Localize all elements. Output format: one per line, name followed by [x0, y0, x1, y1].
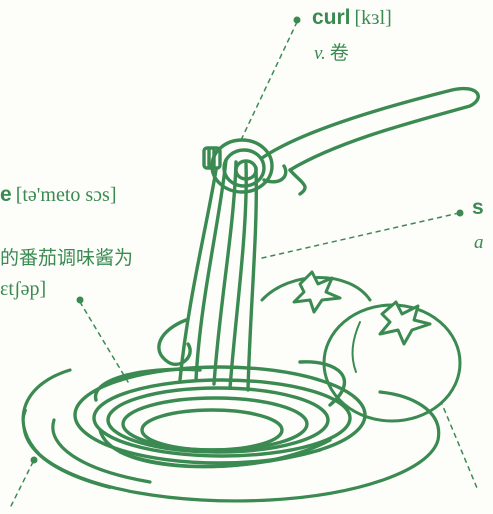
ketchup-leader-line: [80, 302, 128, 382]
spaghetti-curl: [212, 140, 286, 192]
ketchup-meaning: 的番茄调味酱为: [0, 243, 133, 270]
spaghetti-nest: [75, 362, 365, 467]
small-tomato-icon: [262, 272, 370, 312]
tomato-leader-line: [437, 392, 477, 488]
tomato-sauce-ipa: [tə'meto sɔs]: [16, 184, 117, 206]
right-word-dot: [457, 210, 464, 217]
plate-dot: [31, 457, 38, 464]
curl-ipa: [kɜl]: [355, 7, 392, 29]
right-word-leader-line: [262, 213, 459, 258]
ketchup-ipa: ɛtʃəp]: [0, 278, 46, 301]
curl-pos: v.: [314, 43, 326, 64]
ketchup-dot: [77, 297, 84, 304]
curl-term: curl [kɜl]: [312, 6, 392, 30]
spaghetti-strands: [159, 160, 256, 390]
tomato-sauce-word-fragment: e: [0, 183, 12, 206]
curl-dot: [294, 17, 301, 24]
curl-meaning: 卷: [330, 42, 349, 64]
right-word-fragment: s: [472, 196, 484, 220]
tomato-sauce-term: e [tə'meto sɔs]: [0, 183, 116, 207]
right-word-sub-fragment: a: [474, 232, 484, 254]
curl-word: curl: [312, 6, 351, 29]
curl-definition: v. 卷: [314, 38, 349, 65]
tomato-icon: [324, 302, 460, 421]
curl-leader-line: [242, 22, 297, 138]
plate-leader-line: [10, 462, 33, 508]
